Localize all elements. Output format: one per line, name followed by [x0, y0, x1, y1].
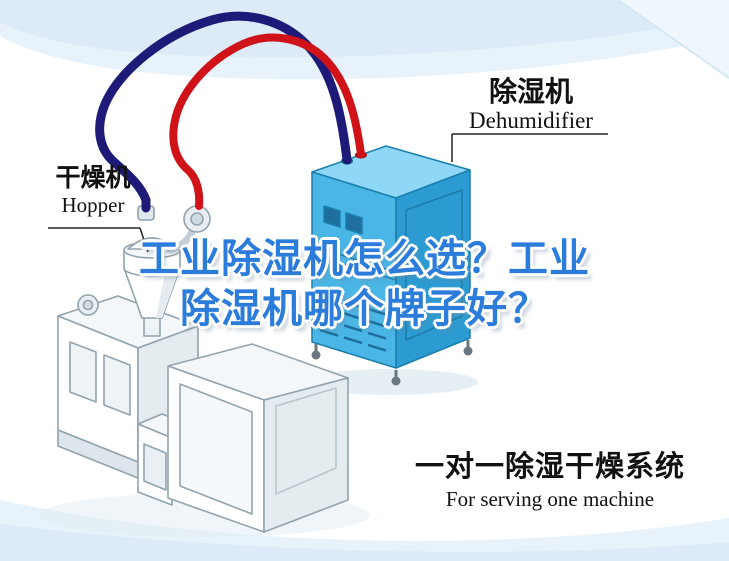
hopper-label-zh: 干燥机 — [55, 164, 131, 192]
hopper-illustration — [123, 205, 211, 337]
dehumidifier-callout: 除湿机 Dehumidifier — [452, 76, 610, 134]
vent-grid — [319, 292, 387, 352]
dehumidifier-illustration — [311, 145, 473, 386]
extruder-machine-illustration — [57, 294, 349, 533]
headline: 工业除湿机怎么选？工业 除湿机哪个牌子好？ — [0, 234, 729, 334]
red-pipe — [169, 33, 365, 210]
headline-line2: 除湿机哪个牌子好？ — [180, 287, 549, 331]
dehumidifier-label-zh: 除湿机 — [488, 76, 573, 107]
dehumidifier-label-en: Dehumidifier — [469, 108, 593, 133]
hopper-callout-pointer — [139, 227, 149, 253]
hopper-label-en: Hopper — [61, 193, 125, 217]
system-caption: 一对一除湿干燥系统 For serving one machine — [404, 450, 696, 512]
callout-lines — [48, 133, 608, 253]
caption-zh: 一对一除湿干燥系统 — [414, 451, 685, 483]
navy-pipe — [95, 11, 352, 213]
caption-en: For serving one machine — [445, 487, 655, 511]
headline-line1: 工业除湿机怎么选？工业 — [139, 237, 590, 281]
casters — [311, 340, 473, 386]
hopper-callout: 干燥机 Hopper — [42, 164, 144, 218]
